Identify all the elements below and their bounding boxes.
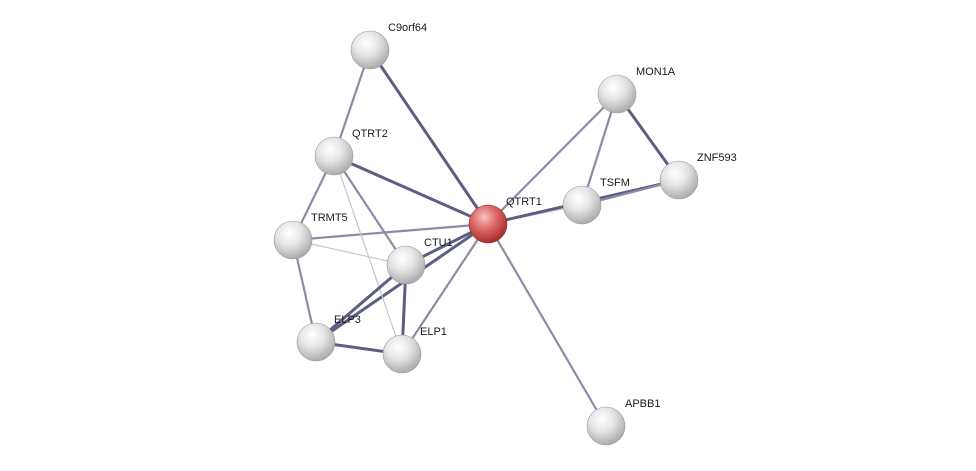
node-bubble[interactable] [562, 185, 602, 225]
node-bubble[interactable] [597, 74, 637, 114]
edge-mon1a-tsfm [580, 92, 619, 207]
node-label: TRMT5 [311, 212, 348, 224]
edge-qtrt1-c9orf64 [368, 48, 490, 226]
node-label: CTU1 [424, 237, 453, 249]
node-apbb1[interactable]: APBB1 [586, 398, 660, 446]
node-label: QTRT1 [506, 196, 542, 208]
node-bubble[interactable] [350, 30, 390, 70]
node-label: MON1A [636, 66, 676, 78]
node-qtrt2[interactable]: QTRT2 [314, 128, 388, 176]
node-bubble[interactable] [273, 220, 313, 260]
node-tsfm[interactable]: TSFM [562, 177, 630, 225]
node-label: ELP1 [420, 326, 447, 338]
edge-ctu1-elp3 [314, 263, 408, 344]
node-label: QTRT2 [352, 128, 388, 140]
node-ctu1[interactable]: CTU1 [386, 237, 453, 285]
node-mon1a[interactable]: MON1A [597, 66, 676, 114]
node-trmt5[interactable]: TRMT5 [273, 212, 348, 260]
node-c9orf64[interactable]: C9orf64 [350, 22, 427, 70]
edge-qtrt1-elp1 [400, 222, 490, 356]
node-bubble[interactable] [386, 245, 426, 285]
edge-qtrt1-apbb1 [486, 222, 608, 428]
node-znf593[interactable]: ZNF593 [659, 152, 737, 200]
node-elp1[interactable]: ELP1 [382, 326, 447, 374]
node-bubble[interactable] [382, 334, 422, 374]
edge-qtrt1-mon1a [486, 92, 619, 226]
node-bubble[interactable] [659, 160, 699, 200]
node-bubble[interactable] [314, 136, 354, 176]
node-label: APBB1 [625, 398, 660, 410]
node-label: ZNF593 [697, 152, 737, 164]
node-bubble[interactable] [586, 406, 626, 446]
node-bubble[interactable] [468, 204, 508, 244]
node-bubble[interactable] [296, 322, 336, 362]
edge-qtrt1-qtrt2 [332, 154, 490, 226]
edge-qtrt1-trmt5 [291, 222, 490, 242]
node-qtrt1[interactable]: QTRT1 [468, 196, 542, 244]
node-label: TSFM [600, 177, 630, 189]
node-elp3[interactable]: ELP3 [296, 314, 361, 362]
edge-qtrt2-elp1 [333, 155, 403, 355]
node-label: C9orf64 [388, 22, 427, 34]
edge-qtrt2-ctu1 [332, 154, 408, 267]
node-label: ELP3 [334, 314, 361, 326]
